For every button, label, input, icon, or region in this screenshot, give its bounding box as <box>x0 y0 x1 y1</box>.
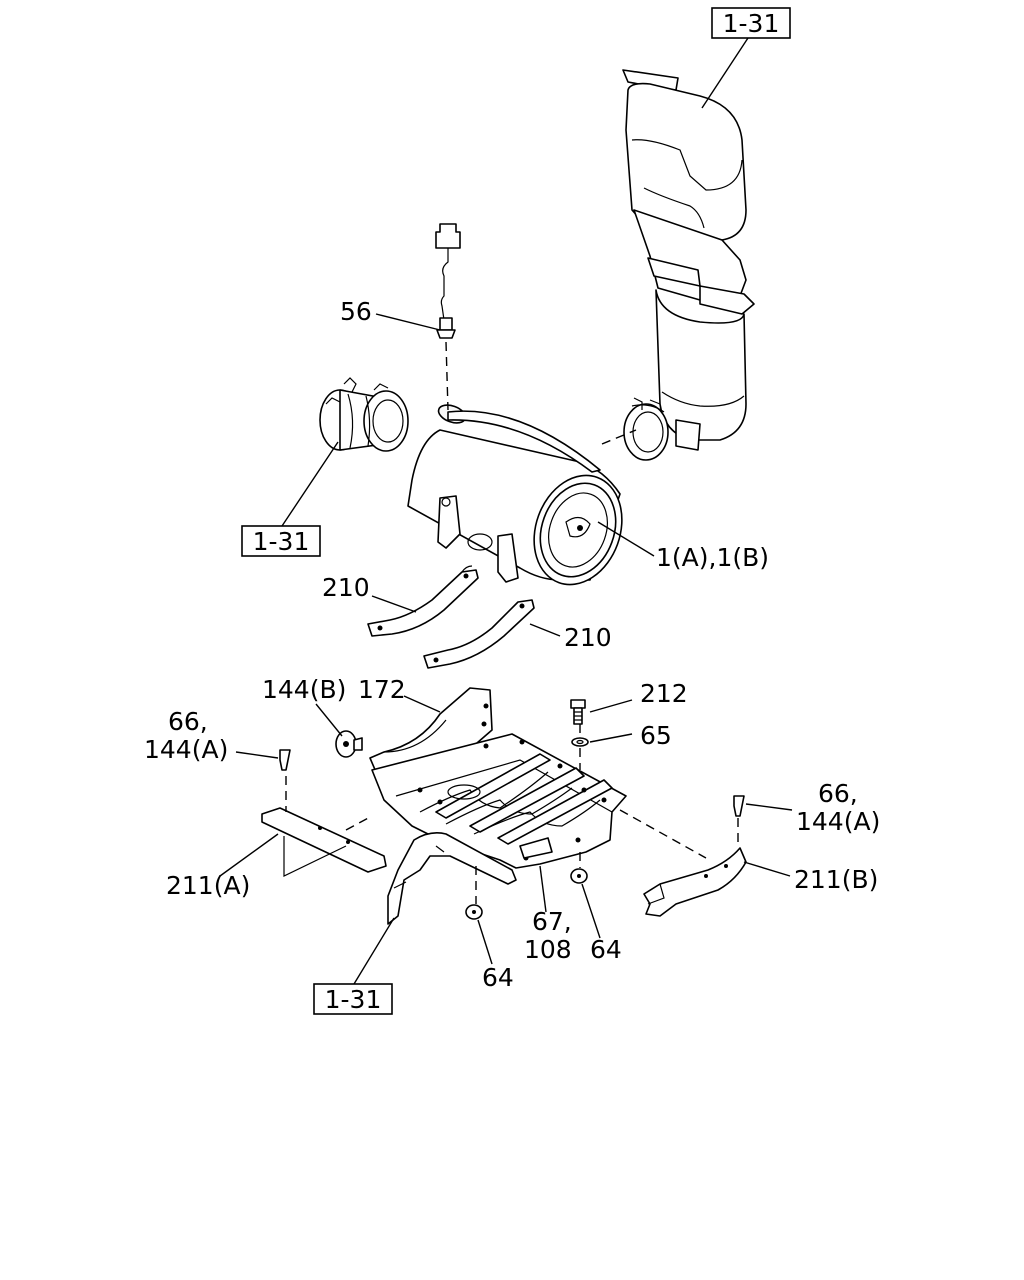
support-lower-left <box>387 832 517 925</box>
bracket-211b <box>643 847 747 917</box>
label-66-left: 66, <box>168 707 208 736</box>
bracket-211a <box>261 807 387 877</box>
clip-144b <box>335 730 363 758</box>
hose-with-clamps <box>319 377 409 452</box>
ref-box-bottom: 1-31 <box>313 983 393 1015</box>
ref-box-left-text: 1-31 <box>253 527 310 556</box>
ref-box-bottom-text: 1-31 <box>325 985 382 1014</box>
band-210-upper <box>367 565 479 637</box>
label-210-upper: 210 <box>322 573 370 602</box>
nut-64-bottom <box>465 904 483 920</box>
washer-65 <box>571 737 589 747</box>
label-211a: 211(A) <box>166 871 250 900</box>
label-212: 212 <box>640 679 688 708</box>
bolt-212 <box>570 699 586 725</box>
label-1a-1b: 1(A),1(B) <box>656 543 769 572</box>
label-144a-right: 144(A) <box>796 807 880 836</box>
label-144a-left: 144(A) <box>144 735 228 764</box>
leader-lines <box>219 37 793 985</box>
label-108: 108 <box>524 935 572 964</box>
clip-66-right <box>733 795 745 817</box>
label-64-bottom: 64 <box>482 963 514 992</box>
label-67: 67, <box>532 907 572 936</box>
label-210-lower: 210 <box>564 623 612 652</box>
base-plate <box>371 733 627 869</box>
sensor-part-56 <box>435 223 461 339</box>
label-65: 65 <box>640 721 672 750</box>
ref-box-top: 1-31 <box>711 7 791 39</box>
ref-box-left: 1-31 <box>241 525 321 557</box>
clip-66-left <box>279 749 291 771</box>
assembly-lines <box>285 341 739 904</box>
label-211b: 211(B) <box>794 865 878 894</box>
label-64-right: 64 <box>590 935 622 964</box>
ref-box-top-text: 1-31 <box>723 9 780 38</box>
nut-64-right <box>570 868 588 884</box>
air-cleaner-assembly <box>407 404 623 586</box>
label-66-right: 66, <box>818 779 858 808</box>
label-56: 56 <box>340 297 372 326</box>
label-172: 172 <box>358 675 406 704</box>
intake-duct <box>622 69 755 461</box>
band-210-lower <box>423 599 535 669</box>
label-144b: 144(B) <box>262 675 346 704</box>
